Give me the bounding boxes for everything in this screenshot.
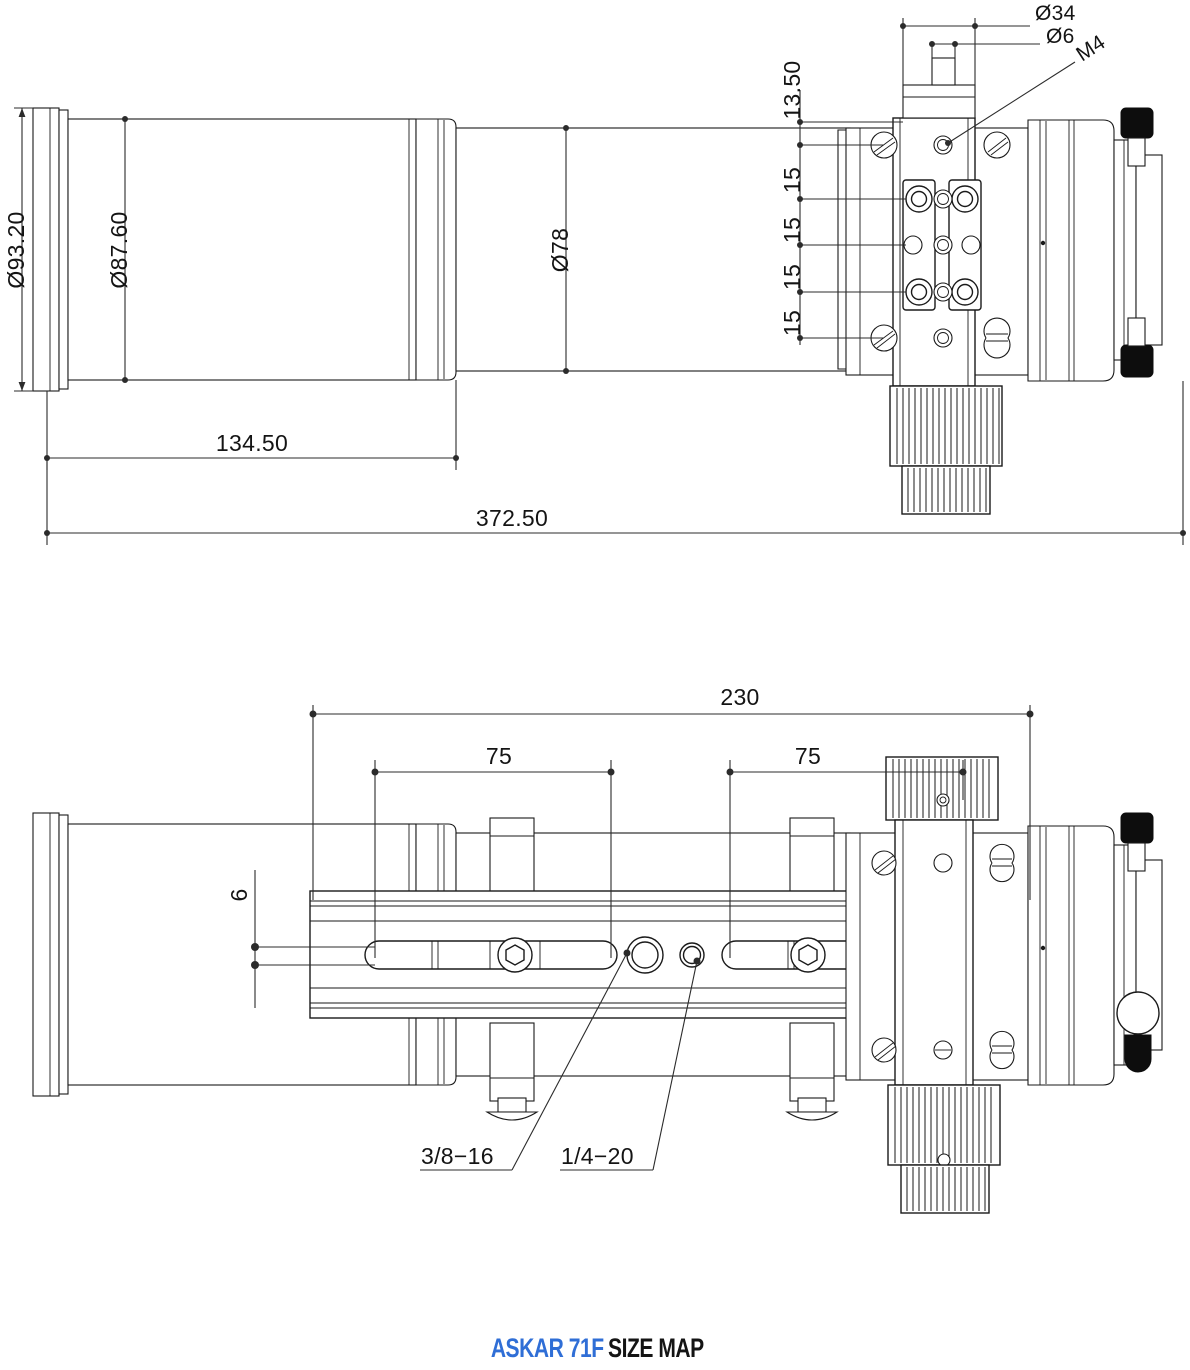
top-pin-boss xyxy=(902,57,976,119)
dim-label-3-8-16: 3/8−16 xyxy=(421,1143,494,1169)
main-tube xyxy=(455,127,851,372)
rotator-lock-knobs xyxy=(1120,107,1154,378)
dim-label-15-c: 15 xyxy=(779,264,805,290)
title-brand: ASKAR 71F xyxy=(490,1333,604,1363)
dim-230 xyxy=(309,705,1034,900)
dew-cap-barrel-bottom xyxy=(58,814,417,1095)
rear-adapter xyxy=(1113,139,1163,361)
dim-label-d93-20: Ø93.20 xyxy=(3,211,29,288)
dew-cap-barrel xyxy=(58,109,417,390)
front-flange-bottom xyxy=(32,812,60,1097)
bottom-view-group: 230 75 75 6 xyxy=(32,684,1163,1214)
dim-label-m4: M4 xyxy=(1072,31,1110,67)
rear-rotator xyxy=(1027,119,1115,382)
dim-label-1-4-20: 1/4−20 xyxy=(561,1143,634,1169)
dim-6-slot-width xyxy=(251,870,375,1008)
dim-label-230: 230 xyxy=(720,684,759,710)
dim-d87-60 xyxy=(122,116,128,383)
front-flange xyxy=(32,107,60,392)
dim-label-d34: Ø34 xyxy=(1035,2,1076,25)
leader-3-8-16 xyxy=(420,949,631,1171)
dim-75-rear xyxy=(726,760,967,958)
focus-knob-bottom xyxy=(889,385,1003,515)
dim-label-372-50: 372.50 xyxy=(476,505,548,531)
dim-label-15-d: 15 xyxy=(779,310,805,336)
socket-screws xyxy=(905,185,979,306)
dim-75-front xyxy=(371,760,615,958)
dim-label-d87-60: Ø87.60 xyxy=(106,211,132,288)
dim-label-6: 6 xyxy=(226,888,252,901)
leader-1-4-20 xyxy=(560,957,701,1171)
focuser-assembly-bottom xyxy=(845,756,1163,1214)
dim-d34 xyxy=(900,18,1030,118)
dim-label-15-a: 15 xyxy=(779,167,805,193)
center-holes xyxy=(903,135,981,348)
dim-label-d6: Ø6 xyxy=(1046,25,1075,48)
dim-d93-20 xyxy=(14,107,33,392)
dim-label-75-rear: 75 xyxy=(795,743,821,769)
tube-transition-collar xyxy=(415,118,457,381)
focus-knob-top-bottomview xyxy=(885,756,999,821)
dim-d6 xyxy=(929,41,1040,58)
title-suffix: SIZE MAP xyxy=(608,1333,705,1363)
dim-134-50 xyxy=(44,380,459,470)
dim-label-15-b: 15 xyxy=(779,217,805,243)
dim-label-134-50: 134.50 xyxy=(216,430,288,456)
leader-m4 xyxy=(945,61,1076,146)
rear-rotator-bottom xyxy=(1027,825,1115,1086)
top-view-group: Ø93.20 Ø87.60 Ø78 134.50 xyxy=(3,2,1186,545)
dim-label-13-50: 13.50 xyxy=(779,60,805,119)
rotator-lock-knob-bottom xyxy=(1116,812,1160,1073)
focus-knob-bottom-bottomview xyxy=(887,1084,1001,1214)
dim-d78 xyxy=(563,125,569,374)
dim-chain-vertical xyxy=(797,90,906,345)
focuser-assembly xyxy=(837,57,1163,515)
dim-372-50 xyxy=(44,381,1186,545)
dim-label-75-front: 75 xyxy=(486,743,512,769)
dim-label-d78: Ø78 xyxy=(547,228,573,272)
